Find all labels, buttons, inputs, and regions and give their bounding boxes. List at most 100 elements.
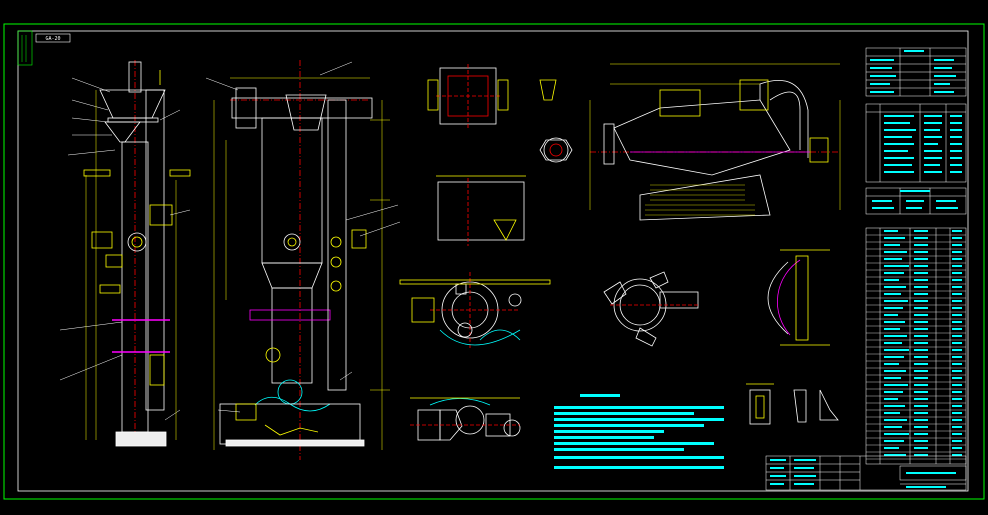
parts-list-cell [884, 405, 905, 407]
parts-list-cell [884, 454, 906, 456]
parts-list-cell [914, 377, 928, 379]
parts-list-cell [914, 328, 928, 330]
parts-list-cell [914, 412, 928, 414]
parts-list-cell [884, 300, 908, 302]
parts-list-cell [884, 342, 902, 344]
parts-list-cell [884, 433, 909, 435]
small-section-b [539, 79, 573, 163]
arc-detail-view [767, 249, 830, 346]
title-block [765, 455, 967, 491]
parts-list-cell [914, 307, 928, 309]
parts-list-cell [914, 300, 928, 302]
parts-list-cell [914, 321, 928, 323]
parts-list-cell [914, 363, 928, 365]
parts-list-rows [866, 230, 966, 460]
parts-list-cell [952, 447, 962, 449]
parts-list-cell [914, 426, 928, 428]
parts-list-cell [914, 440, 928, 442]
parts-list-cell [952, 391, 962, 393]
technical-notes-block [554, 394, 724, 469]
parts-list-cell [952, 300, 962, 302]
parts-list-cell [884, 237, 905, 239]
drawing-number-text: GA-20 [45, 36, 60, 42]
parts-list-cell [914, 447, 928, 449]
parts-list-cell [952, 293, 962, 295]
spec-table-middle-cells [884, 115, 962, 173]
parts-list-cell [914, 398, 928, 400]
parts-list-cell [884, 377, 901, 379]
parts-list-cell [914, 335, 928, 337]
parts-list-cell [884, 279, 899, 281]
parts-list-cell [952, 426, 962, 428]
parts-list-cell [884, 426, 902, 428]
parts-list-cell [952, 356, 962, 358]
parts-list-cell [884, 307, 903, 309]
parts-list-cell [884, 398, 898, 400]
parts-list-cell [884, 244, 900, 246]
spec-table-small [865, 187, 967, 215]
parts-list-cell [952, 279, 962, 281]
parts-list-cell [884, 440, 904, 442]
parts-list-cell [884, 370, 906, 372]
dimension-lines-left [85, 90, 177, 440]
parts-list-cell [952, 251, 962, 253]
parts-list-cell [884, 384, 908, 386]
foundation-hatching [645, 184, 755, 216]
parts-list-cell [952, 335, 962, 337]
parts-list-cell [884, 412, 900, 414]
parts-list-cell [952, 398, 962, 400]
parts-list-cell [914, 244, 928, 246]
dimension-lines-side [589, 63, 841, 210]
parts-list-cell [952, 412, 962, 414]
outer-border [3, 23, 985, 500]
parts-list-cell [884, 349, 909, 351]
parts-list-cell [914, 349, 928, 351]
cyclone-side-view [590, 79, 840, 221]
section-view-a [427, 64, 509, 128]
parts-list-cell [952, 265, 962, 267]
binding-strip [17, 30, 33, 66]
parts-list-cell [914, 419, 928, 421]
parts-list-cell [914, 230, 928, 232]
parts-list-cell [884, 258, 902, 260]
parts-list-cell [914, 384, 928, 386]
parts-list-cell [884, 356, 904, 358]
parts-list-cell [884, 363, 899, 365]
parts-list-cell [952, 370, 962, 372]
parts-list-cell [952, 384, 962, 386]
parts-list-cell [884, 447, 899, 449]
dimension-lines-main [213, 77, 390, 450]
parts-list-cell [914, 265, 928, 267]
parts-list-cell [914, 279, 928, 281]
parts-list-cell [914, 272, 928, 274]
parts-list-cell [952, 419, 962, 421]
parts-list-cell [884, 251, 907, 253]
elevation-view-left [83, 60, 191, 447]
section-view-c [436, 175, 526, 246]
parts-list-cell [884, 272, 904, 274]
parts-list-cell [952, 363, 962, 365]
parts-list-cell [914, 433, 928, 435]
spec-table-top [865, 47, 967, 97]
parts-list-cell [914, 314, 928, 316]
parts-list-cell [914, 258, 928, 260]
parts-list-cell [884, 293, 901, 295]
parts-list-cell [952, 433, 962, 435]
drawing-number-stamp [35, 33, 71, 43]
parts-list-cell [884, 286, 906, 288]
section-view-e [410, 397, 521, 441]
parts-list-cell [914, 370, 928, 372]
parts-list-cell [952, 321, 962, 323]
parts-list-cell [952, 328, 962, 330]
bracket-details [746, 383, 839, 425]
parts-list-cell [884, 230, 898, 232]
spec-table-top-cells [870, 50, 956, 93]
parts-list-cell [952, 307, 962, 309]
parts-list-cell [884, 335, 907, 337]
parts-list-cell [884, 391, 903, 393]
parts-list-cell [952, 349, 962, 351]
parts-list-cell [914, 237, 928, 239]
parts-list-cell [952, 342, 962, 344]
parts-list-cell [914, 286, 928, 288]
parts-list-cell [952, 454, 962, 456]
